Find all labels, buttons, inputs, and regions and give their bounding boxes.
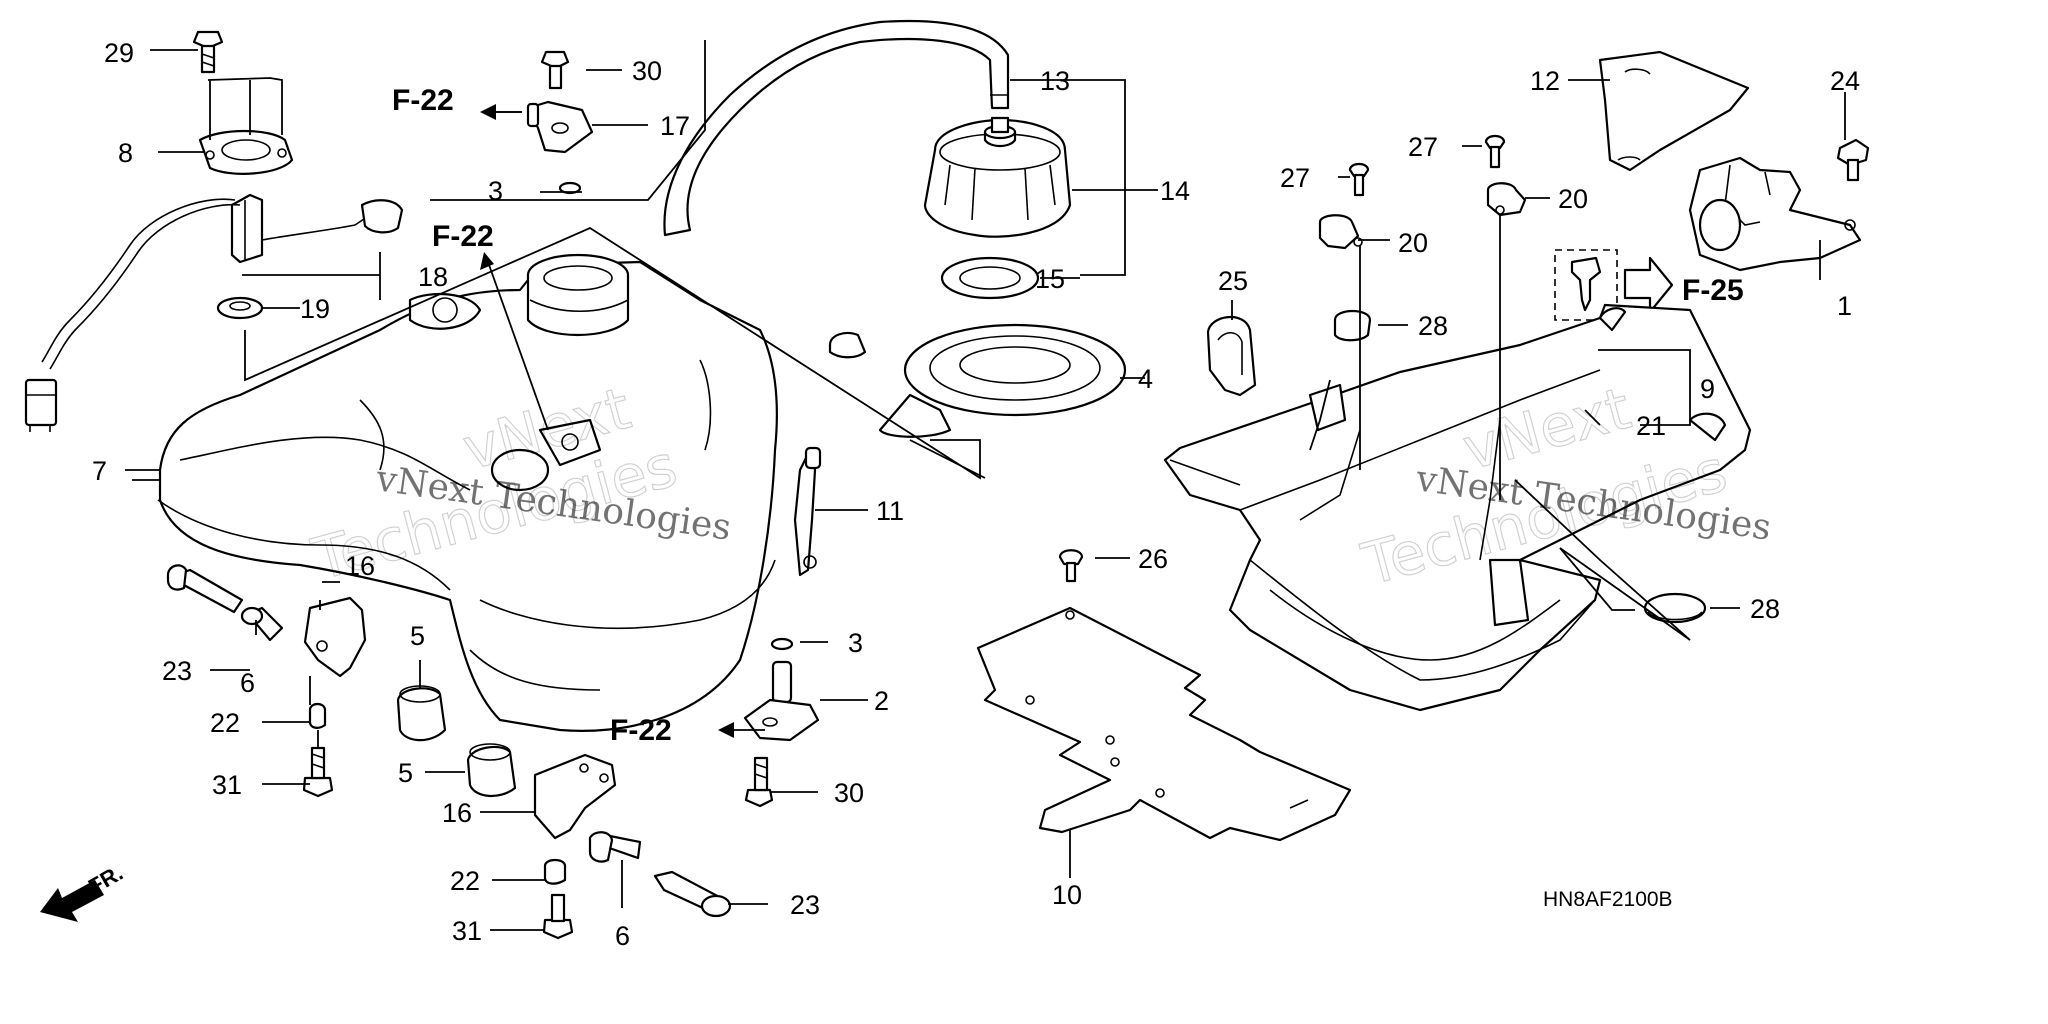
front-direction-arrow-icon xyxy=(40,880,104,922)
callout-7: 7 xyxy=(92,456,107,486)
screw-26-drawing xyxy=(1058,549,1084,583)
callout-13: 13 xyxy=(1040,66,1070,96)
callout-23-left: 23 xyxy=(162,656,192,686)
callout-28-upper: 28 xyxy=(1418,311,1448,341)
callout-2: 2 xyxy=(874,686,889,716)
callout-16-upper: 16 xyxy=(345,551,375,581)
diagram-code: HN8AF2100B xyxy=(1543,888,1673,911)
callout-1: 1 xyxy=(1837,291,1852,321)
rubber-mount-5a-drawing xyxy=(396,685,447,742)
ref-f22-top[interactable]: F-22 xyxy=(392,84,454,117)
callout-30-lower: 30 xyxy=(834,778,864,808)
rubber-mount-5b-drawing xyxy=(466,743,517,797)
callout-19: 19 xyxy=(300,294,330,324)
callout-24: 24 xyxy=(1830,66,1860,96)
callout-22-left: 22 xyxy=(210,708,240,738)
plug-28a-drawing xyxy=(1333,309,1372,342)
clamp-20b-drawing xyxy=(1318,214,1363,250)
bracket-12-drawing xyxy=(1598,50,1750,172)
holder-1-drawing xyxy=(1688,156,1862,272)
callout-3-lower: 3 xyxy=(848,628,863,658)
screw-27b-drawing xyxy=(1348,162,1370,197)
cap-gasket-drawing xyxy=(940,256,1040,300)
bolt-29-drawing xyxy=(192,30,224,74)
flange-plate-drawing xyxy=(198,129,294,175)
callout-27-left: 27 xyxy=(1280,163,1310,193)
callout-31-left: 31 xyxy=(212,770,242,800)
breather-tube-drawing xyxy=(663,19,1010,237)
callout-20-right: 20 xyxy=(1558,184,1588,214)
callout-22-lower: 22 xyxy=(450,866,480,896)
under-guard-9-drawing xyxy=(1163,303,1752,712)
mount-bracket-16a-drawing xyxy=(166,564,367,798)
ref-f25[interactable]: F-25 xyxy=(1682,274,1744,307)
callout-25: 25 xyxy=(1218,266,1248,296)
skid-plate-10-drawing xyxy=(976,606,1352,842)
callout-11: 11 xyxy=(876,496,904,526)
clamp-20a-drawing xyxy=(1486,182,1527,217)
fuel-cap-drawing xyxy=(923,116,1072,238)
callout-20-left: 20 xyxy=(1398,228,1428,258)
callout-30-top: 30 xyxy=(632,56,662,86)
callout-21: 21 xyxy=(1636,411,1666,441)
reference-arrows xyxy=(480,104,765,738)
callout-16-lower: 16 xyxy=(442,798,472,828)
callout-27-right: 27 xyxy=(1408,132,1438,162)
callout-5-lower: 5 xyxy=(398,758,413,788)
callout-15: 15 xyxy=(1035,264,1065,294)
seal-ring-drawing xyxy=(216,296,264,320)
reference-labels: F-22 F-22 F-22 F-25 xyxy=(392,84,1744,747)
callout-14: 14 xyxy=(1160,176,1190,206)
callout-12: 12 xyxy=(1530,66,1560,96)
callout-9: 9 xyxy=(1700,374,1715,404)
ref-f22-tank[interactable]: F-22 xyxy=(432,220,494,253)
push-clip-boxed-drawing xyxy=(1554,249,1674,321)
callout-26: 26 xyxy=(1138,544,1168,574)
callout-18: 18 xyxy=(418,262,448,292)
callout-3-top: 3 xyxy=(488,176,503,206)
clamp-25-drawing xyxy=(1206,315,1257,397)
ref-f22-bottom[interactable]: F-22 xyxy=(610,714,672,747)
callout-23-lower: 23 xyxy=(790,890,820,920)
callout-4: 4 xyxy=(1138,364,1153,394)
callout-28-lower: 28 xyxy=(1750,594,1780,624)
screw-27a-drawing xyxy=(1484,134,1506,169)
callout-8: 8 xyxy=(118,138,133,168)
clip-24-drawing xyxy=(1836,138,1870,182)
callout-29: 29 xyxy=(104,38,134,68)
joint-2-drawing xyxy=(743,637,820,808)
mount-bracket-16b-drawing xyxy=(533,753,732,940)
leader-lines xyxy=(125,40,1846,931)
callout-numbers: 29 8 30 17 3 18 19 7 13 14 15 4 11 16 23… xyxy=(92,38,1860,951)
callout-31-lower: 31 xyxy=(452,916,482,946)
callout-6-left: 6 xyxy=(240,668,255,698)
callout-6-lower: 6 xyxy=(615,921,630,951)
joint-17-drawing xyxy=(526,50,594,195)
callout-17: 17 xyxy=(660,111,690,141)
fuel-sender-unit-drawing xyxy=(24,193,404,432)
fuel-tank-drawing xyxy=(157,253,778,732)
strap-band-drawing xyxy=(793,446,822,577)
fuel-tray-drawing xyxy=(828,323,1127,438)
callout-10: 10 xyxy=(1052,880,1082,910)
callout-5-upper: 5 xyxy=(410,621,425,651)
